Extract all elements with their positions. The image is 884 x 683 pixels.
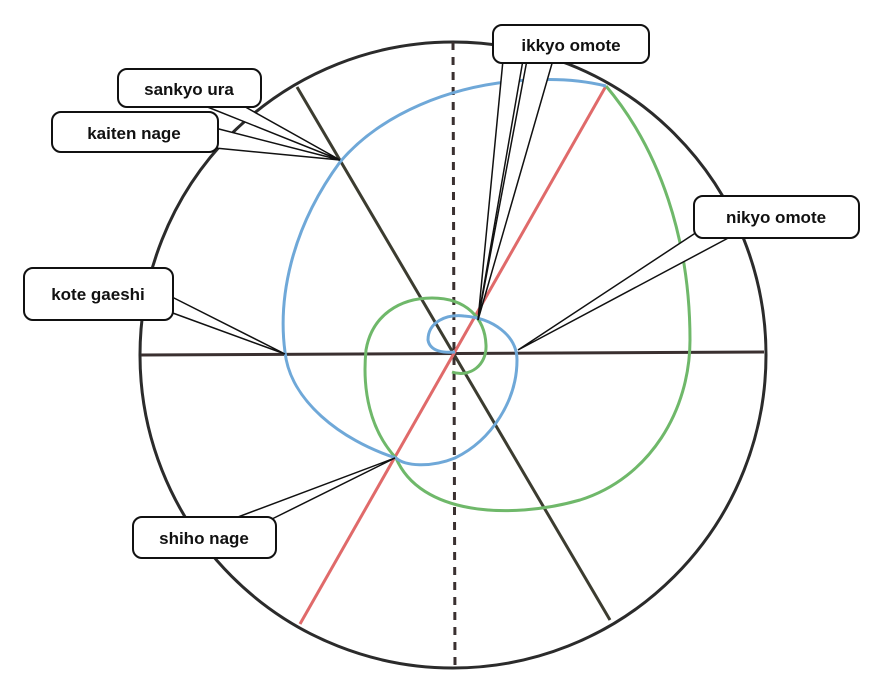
callout-ikkyo-omote: ikkyo omote [477,24,650,321]
callout-shiho-nage: shiho nage [132,457,396,559]
green-middle-arc [363,296,488,460]
label-kaiten-nage: kaiten nage [87,124,181,143]
label-kote-gaeshi: kote gaeshi [51,285,145,304]
label-ikkyo-omote: ikkyo omote [521,36,620,55]
callout-sankyo-ura: sankyo ura [117,68,341,161]
label-sankyo-ura: sankyo ura [144,80,234,99]
blue-spiral [281,77,607,467]
callout-kaiten-nage: kaiten nage [51,111,341,161]
callout-kote-gaeshi: kote gaeshi [23,267,286,355]
callout-nikyo-omote: nikyo omote [517,195,860,351]
red-diagonal-line [298,85,608,625]
label-nikyo-omote: nikyo omote [726,208,826,227]
green-outer-arc [394,85,692,513]
label-shiho-nage: shiho nage [159,529,249,548]
